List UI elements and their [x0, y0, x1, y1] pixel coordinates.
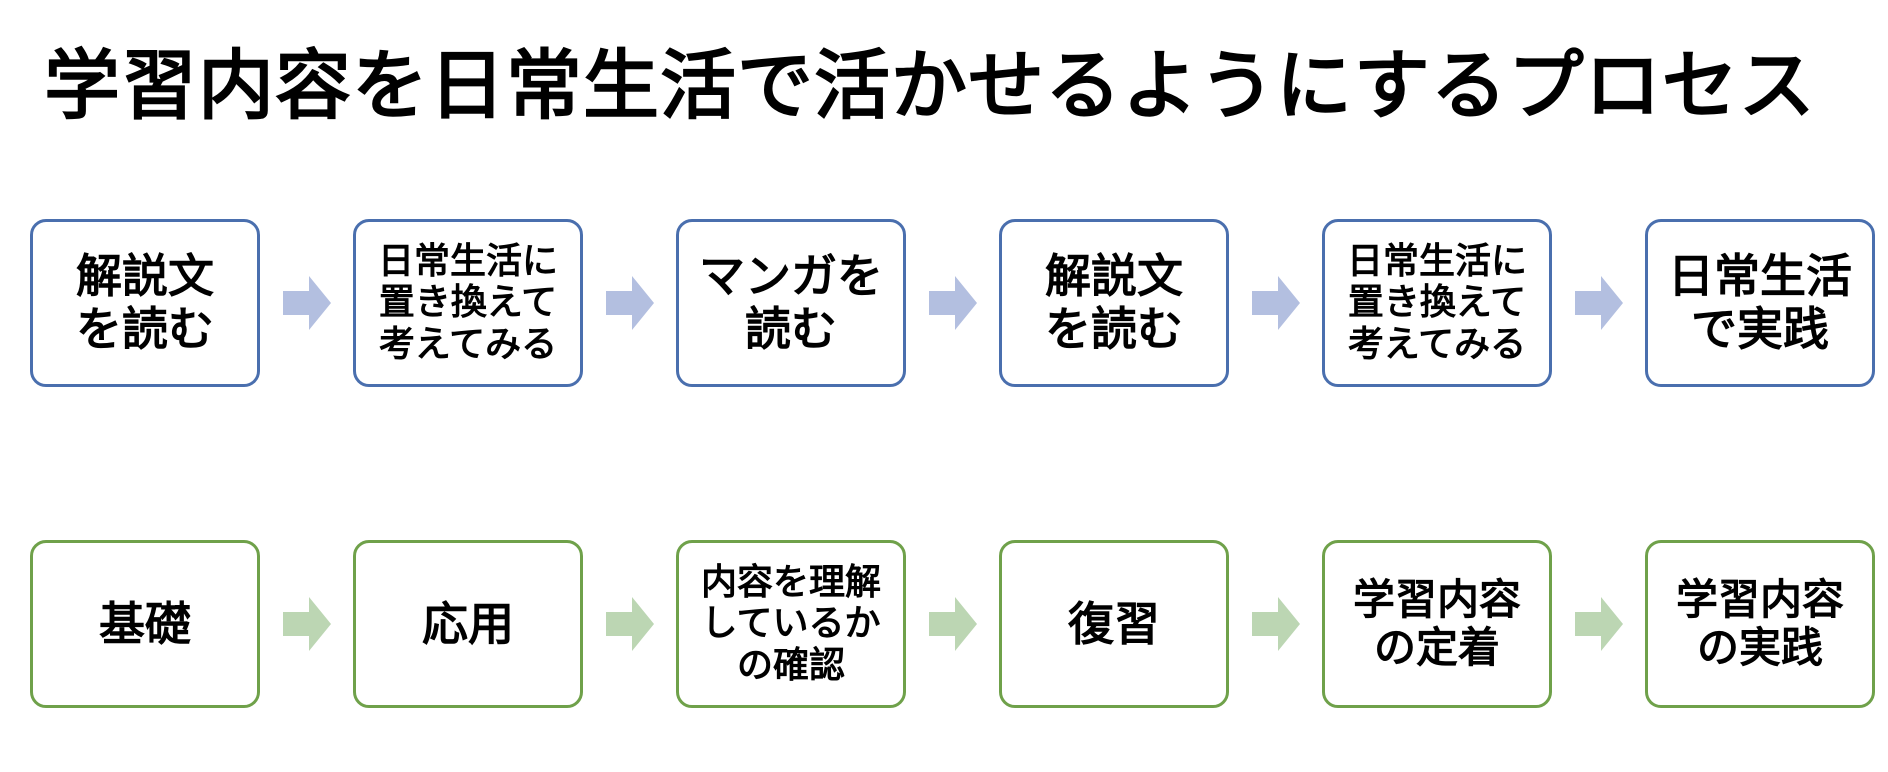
step-box-1-4: 解説文を読む — [999, 219, 1229, 387]
step-line: しているか — [701, 603, 881, 645]
step-line: の確認 — [736, 644, 845, 686]
step-line: 読む — [745, 302, 837, 356]
step-line: 置き換えて — [378, 282, 558, 324]
step-box-2-4: 復習 — [999, 540, 1229, 708]
arrow-right-icon — [1574, 597, 1623, 651]
step-line: マンガを — [699, 249, 883, 304]
step-line: の実践 — [1696, 623, 1823, 672]
step-line: 基礎 — [99, 596, 191, 651]
step-line: 内容を理解 — [700, 561, 881, 603]
arrow-right-icon — [605, 276, 654, 330]
step-line: 日常生活 — [1668, 249, 1852, 304]
step-line: 解説文 — [1045, 249, 1183, 304]
step-box-2-2: 応用 — [353, 540, 583, 708]
arrow-right-icon — [1574, 276, 1623, 330]
page-title: 学習内容を日常生活で活かせるようにするプロセス — [44, 41, 1816, 130]
step-line: 応用 — [422, 596, 514, 651]
step-line: を読む — [76, 302, 214, 356]
step-line: 日常生活に — [1346, 240, 1527, 282]
step-box-1-1: 解説文を読む — [30, 219, 260, 387]
step-line: 学習内容 — [1675, 574, 1844, 624]
step-line: の定着 — [1373, 623, 1500, 672]
step-box-2-3: 内容を理解しているかの確認 — [676, 540, 906, 708]
step-line: を読む — [1045, 302, 1183, 356]
step-box-2-1: 基礎 — [30, 540, 260, 708]
process-row-1: 解説文を読む 日常生活に置き換えて考えてみる マンガを読む 解説文を読む 日常生… — [30, 219, 1875, 387]
step-box-1-5: 日常生活に置き換えて考えてみる — [1322, 219, 1552, 387]
step-box-1-3: マンガを読む — [676, 219, 906, 387]
arrow-right-icon — [282, 597, 331, 651]
step-line: 解説文 — [76, 249, 214, 304]
step-line: 日常生活に — [377, 240, 558, 282]
step-line: 復習 — [1068, 596, 1160, 651]
arrow-right-icon — [1251, 597, 1300, 651]
step-line: 考えてみる — [378, 323, 558, 365]
arrow-right-icon — [605, 597, 654, 651]
arrow-right-icon — [928, 597, 977, 651]
process-row-2: 基礎 応用 内容を理解しているかの確認 復習 学習内容の定着 学習内容の実践 — [30, 540, 1875, 708]
step-line: 置き換えて — [1347, 282, 1527, 324]
arrow-right-icon — [928, 276, 977, 330]
step-line: で実践 — [1691, 302, 1829, 356]
arrow-right-icon — [282, 276, 331, 330]
step-box-1-6: 日常生活で実践 — [1645, 219, 1875, 387]
arrow-right-icon — [1251, 276, 1300, 330]
step-box-1-2: 日常生活に置き換えて考えてみる — [353, 219, 583, 387]
step-box-2-5: 学習内容の定着 — [1322, 540, 1552, 708]
step-line: 学習内容 — [1352, 574, 1521, 624]
step-box-2-6: 学習内容の実践 — [1645, 540, 1875, 708]
step-line: 考えてみる — [1347, 323, 1527, 365]
